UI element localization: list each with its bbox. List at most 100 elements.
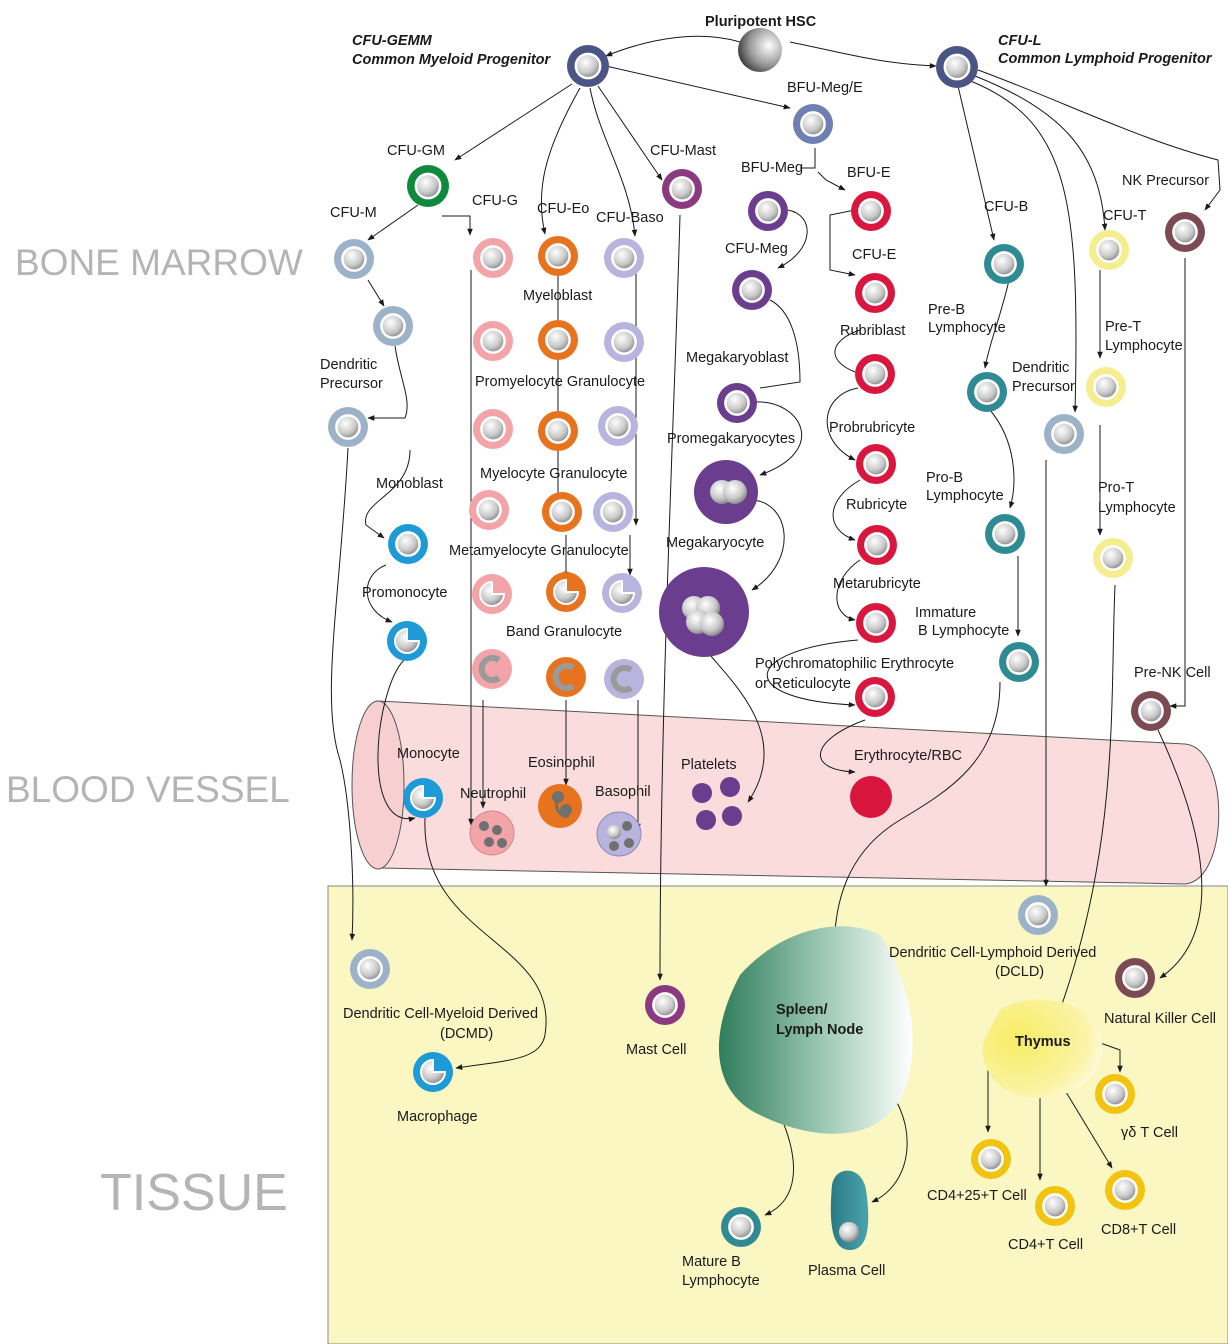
label-dend-prec-l-line1: Dendritic	[1012, 360, 1069, 376]
cfu-meg-cell	[732, 270, 772, 310]
label-mast-cell: Mast Cell	[626, 1042, 686, 1058]
spleen-label-line2: Lymph Node	[776, 1022, 863, 1038]
pre-t-cell	[1086, 367, 1126, 407]
label-cfu-m: CFU-M	[330, 205, 377, 221]
label-metarubricyte: Metarubricyte	[833, 576, 921, 592]
cfu-eo-cell	[538, 236, 578, 276]
pro-t-cell	[1093, 538, 1133, 578]
megakaryocyte-cell	[694, 460, 758, 524]
label-immature-b-line1: Immature	[915, 605, 976, 621]
label-macrophage: Macrophage	[397, 1109, 478, 1125]
eosinophil-cell	[538, 784, 582, 828]
label-basophil: Basophil	[595, 784, 651, 800]
label-myeloblast: Myeloblast	[523, 288, 592, 304]
label-bfu-e: BFU-E	[847, 165, 891, 181]
bfu-meg-e-cell	[793, 104, 833, 144]
arrow-clp-to-cfub	[958, 86, 994, 240]
label-metamyelocyte: Metamyelocyte Granulocyte	[449, 543, 629, 559]
arrow-cmp-to-mast	[598, 86, 662, 180]
myeloblast-baso-cell	[604, 322, 644, 362]
macrophage-cell	[413, 1052, 453, 1092]
label-pro-b-line1: Pro-B	[926, 470, 963, 486]
clp-cell	[936, 46, 978, 88]
label-monocyte: Monocyte	[397, 746, 460, 762]
label-promyelocyte: Promyelocyte Granulocyte	[475, 374, 645, 390]
label-cfu-gm: CFU-GM	[387, 143, 445, 159]
zone-label-blood-vessel: BLOOD VESSEL	[6, 769, 290, 810]
cd8-t-cell	[1105, 1170, 1145, 1210]
label-dcld-line2: (DCLD)	[995, 964, 1044, 980]
plasma-cell	[831, 1171, 868, 1250]
zone-label-bone-marrow: BONE MARROW	[15, 242, 303, 283]
pre-nk-cell	[1131, 691, 1171, 731]
label-plasma: Plasma Cell	[808, 1263, 885, 1279]
promyelocyte-baso-cell	[598, 406, 638, 446]
myeloblast-g-cell	[473, 321, 513, 361]
arrow-metarub-to-polychrom	[767, 640, 858, 705]
band-neutrophil-cell	[472, 649, 512, 689]
label-promegakaryocytes: Promegakaryocytes	[667, 431, 795, 447]
neutrophil-cell	[470, 811, 514, 855]
label-erythrocyte: Erythrocyte/RBC	[854, 748, 962, 764]
label-cd8: CD8+T Cell	[1101, 1222, 1176, 1238]
label-gd-t: γδ T Cell	[1121, 1125, 1178, 1141]
label-promonocyte: Promonocyte	[362, 585, 447, 601]
cfu-baso-cell	[604, 238, 644, 278]
promyelocyte-g-cell	[473, 409, 513, 449]
label-eosinophil: Eosinophil	[528, 755, 595, 771]
label-pro-t-line2: Lymphocyte	[1098, 500, 1176, 516]
dendritic-precursor-cfu-cell	[373, 306, 413, 346]
hsc-cell	[738, 28, 782, 72]
thymus-label: Thymus	[1015, 1034, 1071, 1050]
arrow-cfumeg-to-megakaryoblast	[760, 300, 800, 388]
label-pre-t-line1: Pre-T	[1105, 319, 1141, 335]
label-pre-nk: Pre-NK Cell	[1134, 665, 1211, 681]
label-bfu-meg: BFU-Meg	[741, 160, 803, 176]
arrow-cmp-to-bfu	[606, 66, 790, 108]
label-cfu-e: CFU-E	[852, 247, 897, 263]
myelocyte-eo-cell	[542, 492, 582, 532]
myelocyte-g-cell	[469, 490, 509, 530]
spleen-label-line1: Spleen/	[776, 1002, 828, 1018]
label-dend-prec-m-line2: Precursor	[320, 376, 383, 392]
arrow-cfum-to-precursor	[368, 280, 384, 306]
label-cfu-t: CFU-T	[1103, 208, 1147, 224]
label-cfu-g: CFU-G	[472, 193, 518, 209]
cfu-e-cell	[855, 273, 895, 313]
pre-b-cell	[967, 372, 1007, 412]
metamyelocyte-baso-bean	[602, 573, 642, 613]
cd4-t-cell	[1035, 1186, 1075, 1226]
monocyte-cell	[403, 778, 443, 818]
reticulocyte-cell	[855, 677, 895, 717]
label-cfu-eo: CFU-Eo	[537, 201, 589, 217]
metarubricyte-cell	[856, 603, 896, 643]
label-hsc: Pluripotent HSC	[705, 14, 817, 30]
probrubricyte-cell	[856, 444, 896, 484]
zone-label-tissue: TISSUE	[100, 1164, 288, 1222]
label-cd4: CD4+T Cell	[1008, 1237, 1083, 1253]
label-pro-b-line2: Lymphocyte	[926, 488, 1004, 504]
arrow-clp-to-nk	[978, 70, 1220, 210]
label-megakaryocyte: Megakaryocyte	[666, 535, 764, 551]
label-nk-cell: Natural Killer Cell	[1104, 1011, 1216, 1027]
label-polychrom-line2: or Reticulocyte	[755, 676, 851, 692]
cmp-cell	[567, 45, 609, 87]
cfu-mast-cell	[662, 169, 702, 209]
arrow-hsc-to-cmp	[606, 36, 740, 56]
label-probrubricyte: Probrubricyte	[829, 420, 915, 436]
label-pre-b-line2: Lymphocyte	[928, 320, 1006, 336]
gd-t-cell	[1095, 1074, 1135, 1114]
arrow-nk-to-prenk	[1170, 258, 1185, 706]
label-cfu-b: CFU-B	[984, 199, 1028, 215]
label-clp-line1: CFU-L	[998, 33, 1042, 49]
label-bfu-meg-e: BFU-Meg/E	[787, 80, 863, 96]
label-dend-prec-m-line1: Dendritic	[320, 357, 377, 373]
label-rubricyte: Rubricyte	[846, 497, 907, 513]
cfu-b-cell	[984, 244, 1024, 284]
label-nk-precursor: NK Precursor	[1122, 173, 1209, 189]
cfu-g-cell	[473, 238, 513, 278]
bfu-e-cell	[851, 191, 891, 231]
arrow-hsc-to-clp	[790, 42, 936, 66]
basophil-cell	[597, 812, 641, 856]
